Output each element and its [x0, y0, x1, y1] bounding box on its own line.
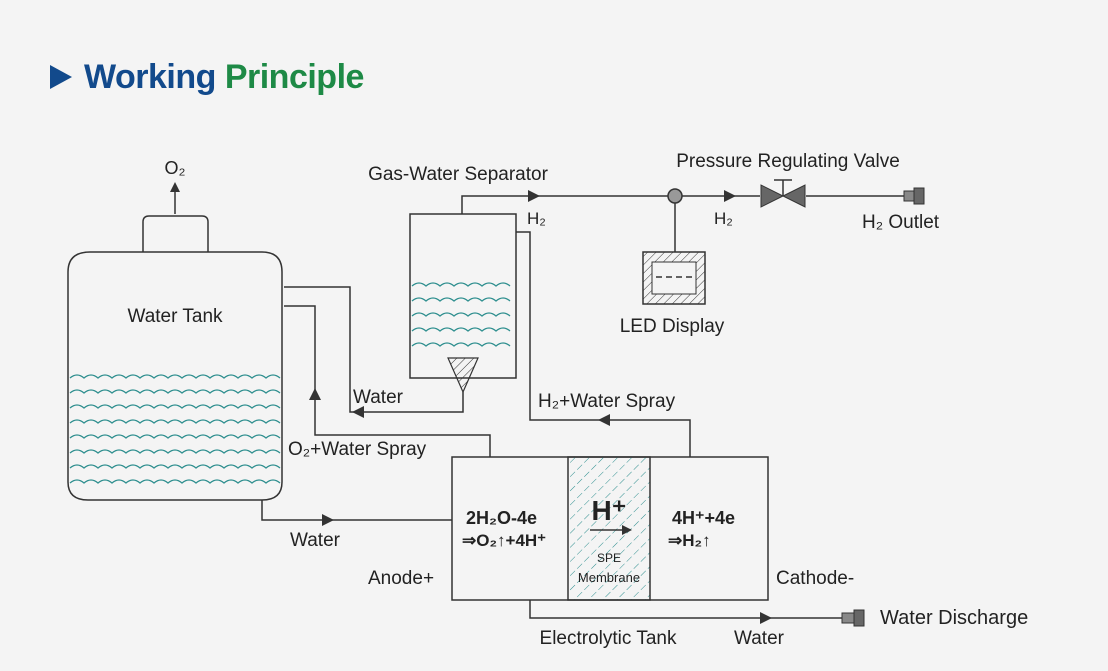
- water-wave-line: [69, 404, 281, 409]
- anode-equation-2: ⇒O₂↑+4H⁺: [462, 531, 546, 550]
- water-wave-line: [69, 449, 281, 454]
- spe-membrane: [567, 456, 651, 601]
- led-display-icon: [642, 251, 706, 305]
- cathode-label: Cathode-: [776, 568, 854, 589]
- h-plus-label: H⁺: [592, 495, 627, 526]
- h2-mid-label: H₂: [714, 209, 733, 228]
- anode-label: Anode+: [368, 568, 434, 589]
- h2-outlet-plug-icon: [903, 187, 925, 205]
- water-wave-line: [411, 297, 511, 302]
- o2-top-label: O₂: [165, 158, 186, 178]
- water-wave-line: [411, 342, 511, 347]
- anode-equation-1: 2H₂O-4e: [466, 508, 537, 528]
- title-part-1: Working: [84, 57, 216, 96]
- pressure-valve-icon: [760, 179, 806, 208]
- water-discharge-label: Water Discharge: [880, 607, 1028, 629]
- water-wave-line: [411, 282, 511, 287]
- flow-arrows: [309, 190, 772, 624]
- water-wave-line: [69, 464, 281, 469]
- gas-water-separator: [409, 213, 517, 394]
- water-bottom-label: Water: [734, 628, 785, 649]
- water-tank: [67, 182, 283, 501]
- water-wave-line: [69, 434, 281, 439]
- spe-label: SPE: [597, 551, 621, 565]
- water-wave-line: [69, 389, 281, 394]
- play-triangle-icon: [50, 65, 72, 89]
- pressure-gauge-icon: [667, 188, 683, 204]
- cathode-equation-2: ⇒H₂↑: [668, 531, 711, 550]
- electrolytic-tank-label: Electrolytic Tank: [540, 628, 677, 649]
- section-header: Working Principle: [50, 55, 364, 99]
- gas-water-separator-label: Gas-Water Separator: [368, 164, 549, 185]
- water-wave-line: [69, 419, 281, 424]
- tank-water-waves: [69, 374, 281, 484]
- electrolytic-tank: [451, 456, 769, 601]
- water-return-label: Water: [353, 387, 404, 408]
- water-wave-line: [69, 479, 281, 484]
- h2-outlet-label: H₂ Outlet: [862, 212, 940, 233]
- page-title: Working Principle: [84, 58, 364, 97]
- water-wave-line: [69, 374, 281, 379]
- membrane-label: Membrane: [578, 570, 640, 585]
- piping: [261, 195, 904, 619]
- h2-water-spray-label: H₂+Water Spray: [538, 391, 676, 412]
- water-discharge-plug-icon: [841, 609, 865, 627]
- water-tank-label: Water Tank: [127, 306, 223, 327]
- water-wave-line: [411, 327, 511, 332]
- water-in-label: Water: [290, 530, 341, 551]
- o2-water-spray-label: O₂+Water Spray: [288, 439, 427, 460]
- h2-separator-label: H₂: [527, 209, 546, 228]
- title-part-2: Principle: [224, 57, 365, 96]
- separator-water-waves: [411, 282, 511, 347]
- water-wave-line: [411, 312, 511, 317]
- cathode-equation-1: 4H⁺+4e: [672, 508, 735, 528]
- led-display-label: LED Display: [620, 316, 725, 337]
- pressure-valve-label: Pressure Regulating Valve: [676, 151, 900, 172]
